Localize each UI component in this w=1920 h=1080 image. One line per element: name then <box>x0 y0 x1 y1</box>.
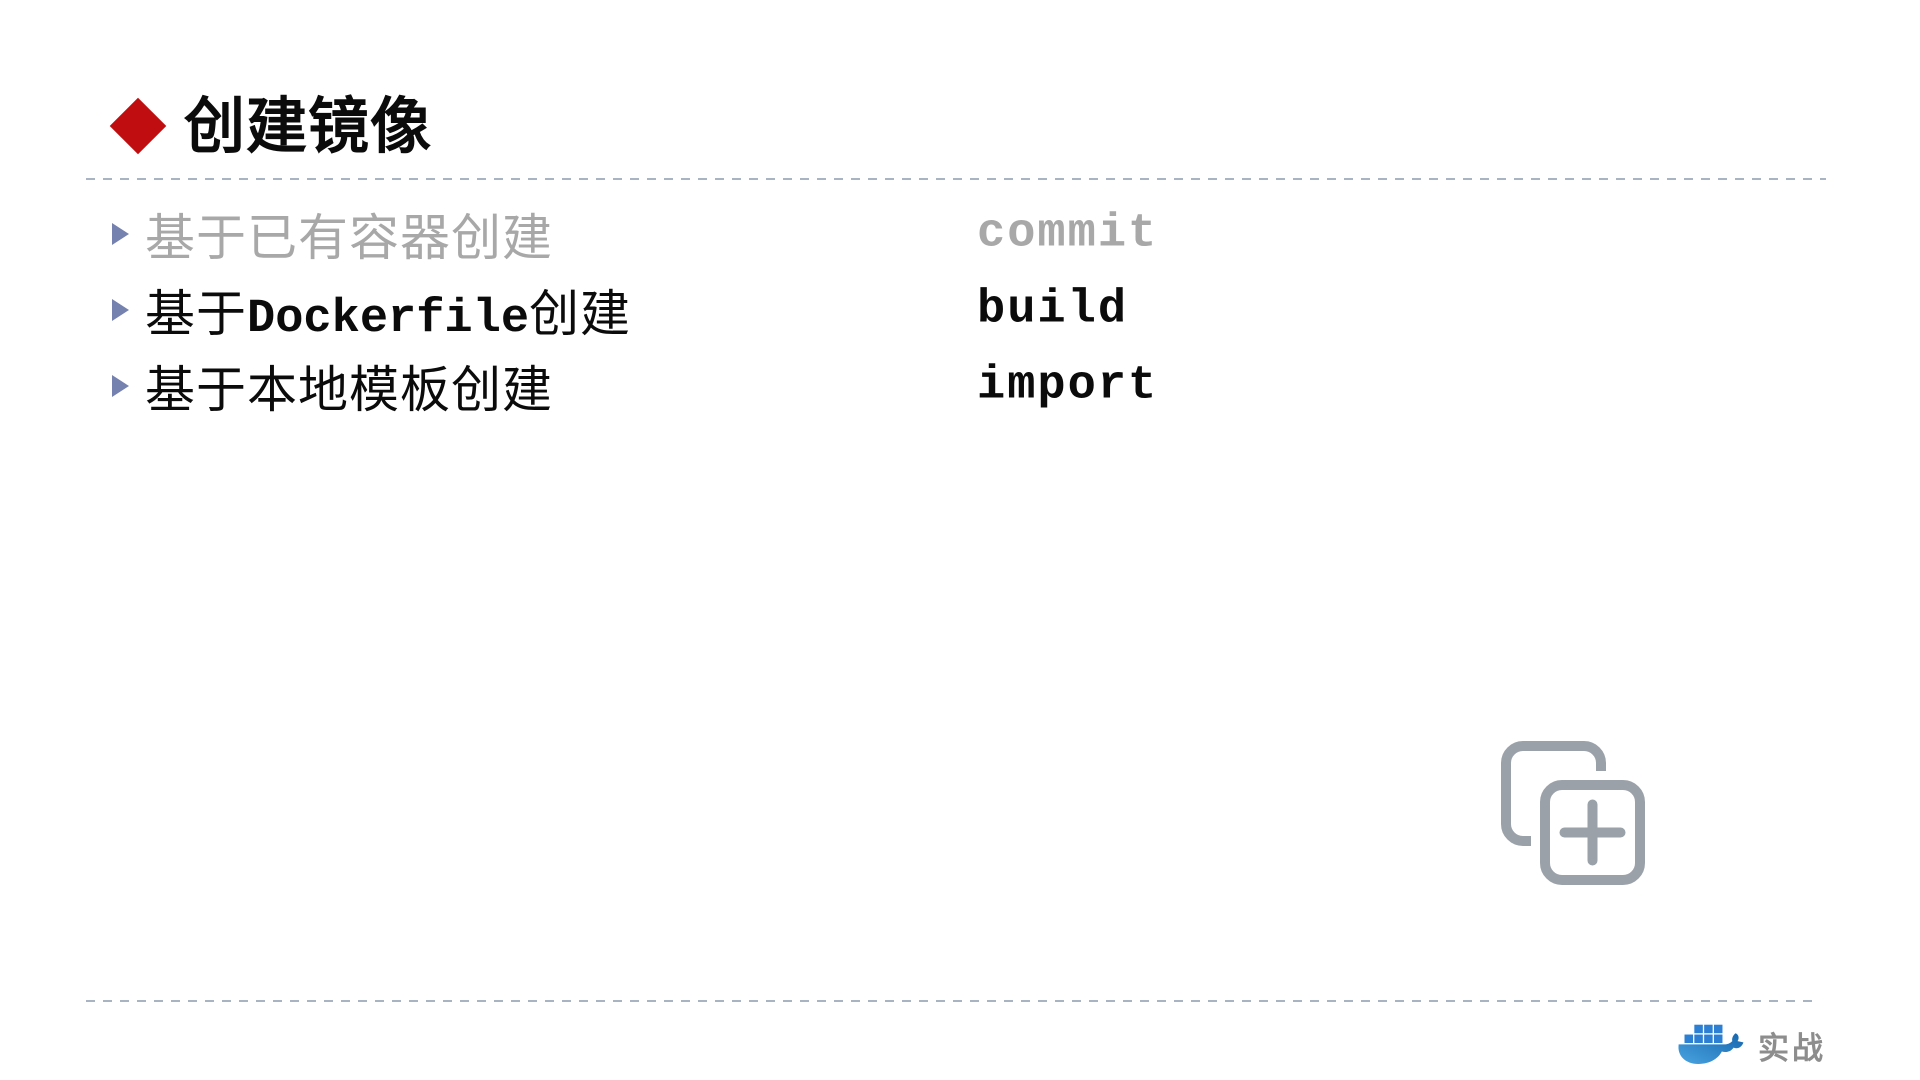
command-text: build <box>977 283 1129 337</box>
list-item-label: 基于本地模板创建 <box>145 350 553 422</box>
triangle-bullet-icon <box>112 299 129 321</box>
list-item-code-text: Dockerfile <box>247 293 530 346</box>
list-item-text: 创建 <box>529 286 632 342</box>
triangle-bullet-icon <box>112 375 129 397</box>
list-item-label: 基于已有容器创建 <box>145 198 553 270</box>
list-item: 基于Dockerfile创建 build <box>112 272 1272 348</box>
list-item-text: 基于本地模板创建 <box>145 362 553 418</box>
bottom-divider <box>86 1000 1816 1002</box>
command-text: import <box>977 359 1159 413</box>
list-item: 基于本地模板创建 import <box>112 348 1272 424</box>
red-diamond-icon <box>109 97 167 155</box>
slide-title-row: 创建镜像 <box>109 92 433 160</box>
list-item-text: 基于 <box>145 286 247 342</box>
list-item-text: 基于已有容器创建 <box>145 210 553 266</box>
list-item: 基于已有容器创建 commit <box>112 196 1272 272</box>
duplicate-plus-icon <box>1501 741 1650 890</box>
docker-whale-icon <box>1678 1024 1744 1064</box>
triangle-bullet-icon <box>112 223 129 245</box>
slide-title: 创建镜像 <box>184 92 433 160</box>
command-text: commit <box>977 207 1159 261</box>
brand-text: 实战 <box>1758 1030 1826 1066</box>
footer-brand: 实战 <box>1676 1020 1826 1070</box>
top-divider <box>86 178 1826 180</box>
list-item-label: 基于Dockerfile创建 <box>145 274 631 346</box>
